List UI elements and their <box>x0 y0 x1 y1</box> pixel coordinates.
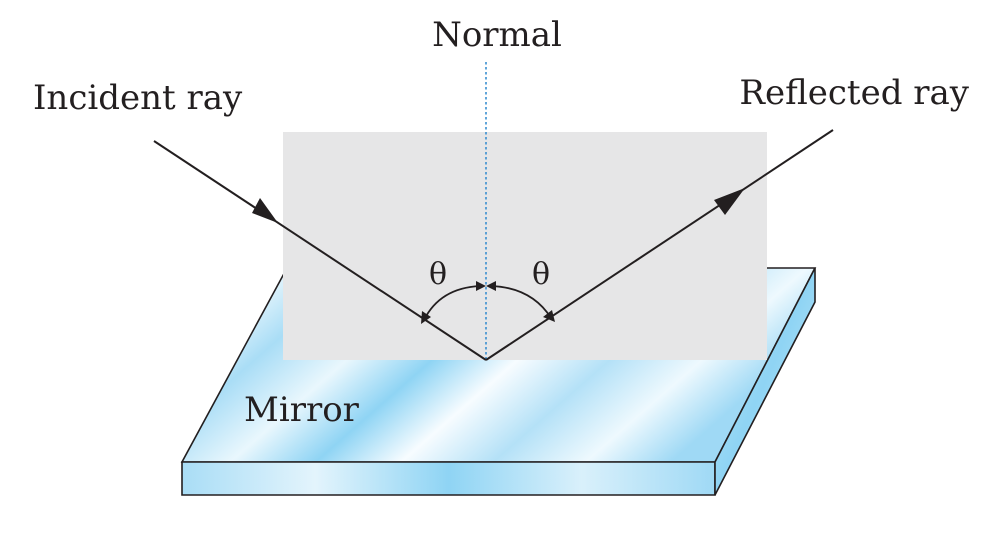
angle-reflection-arrow-bottom <box>543 310 555 322</box>
angle-reflection-arc <box>491 285 552 319</box>
mirror-label: Mirror <box>244 390 360 430</box>
mirror-side-edge <box>714 267 816 496</box>
angle-incidence-arrow-bottom <box>421 311 431 324</box>
incident-ray <box>153 140 487 361</box>
angle-reflection-arrow-top <box>486 281 496 291</box>
reflected-ray-arrowhead <box>714 188 745 215</box>
angle-incidence-arrow-top <box>476 281 486 291</box>
reflected-ray <box>485 129 834 361</box>
angle-incidence-label: θ <box>429 257 447 292</box>
angle-incidence-arc <box>423 285 481 321</box>
reflected-ray-label: Reflected ray <box>739 73 969 113</box>
incident-ray-arrowhead <box>252 198 278 223</box>
angle-reflection-label: θ <box>532 257 550 292</box>
normal-label: Normal <box>432 15 562 55</box>
mirror-front-edge <box>181 461 716 496</box>
plane-of-incidence <box>283 132 767 360</box>
incident-ray-label: Incident ray <box>33 78 243 118</box>
